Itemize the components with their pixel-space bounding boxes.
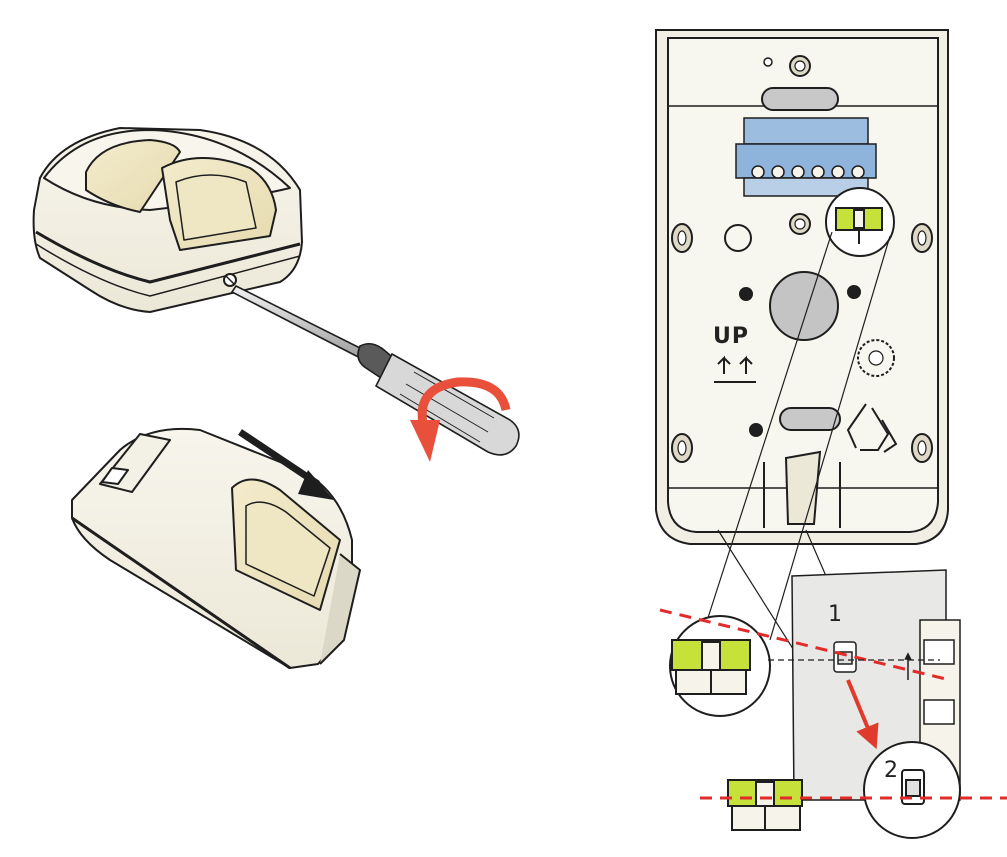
sensor-position-1 (833, 641, 857, 673)
up-label: UP (713, 324, 749, 349)
jumper-detail-left (669, 615, 771, 717)
up-arrows-icon (714, 355, 756, 383)
base-plate (655, 29, 949, 545)
slide-arrow-icon (238, 429, 334, 500)
step-1-label: 1 (828, 602, 842, 627)
screwdriver-icon (230, 284, 520, 456)
detector-top-view (32, 127, 303, 313)
jumper-detail-bottom (727, 779, 803, 831)
jumper-zoom-circle (825, 187, 895, 257)
step-arrow (846, 679, 879, 750)
detector-slide-view (71, 427, 361, 670)
step-2-label: 2 (884, 758, 898, 783)
alignment-lines (659, 608, 1007, 800)
sensor-detail-2 (863, 741, 961, 839)
recycle-icon (846, 403, 898, 453)
rotate-arrow-icon (410, 377, 511, 462)
terminal-block (735, 117, 877, 197)
